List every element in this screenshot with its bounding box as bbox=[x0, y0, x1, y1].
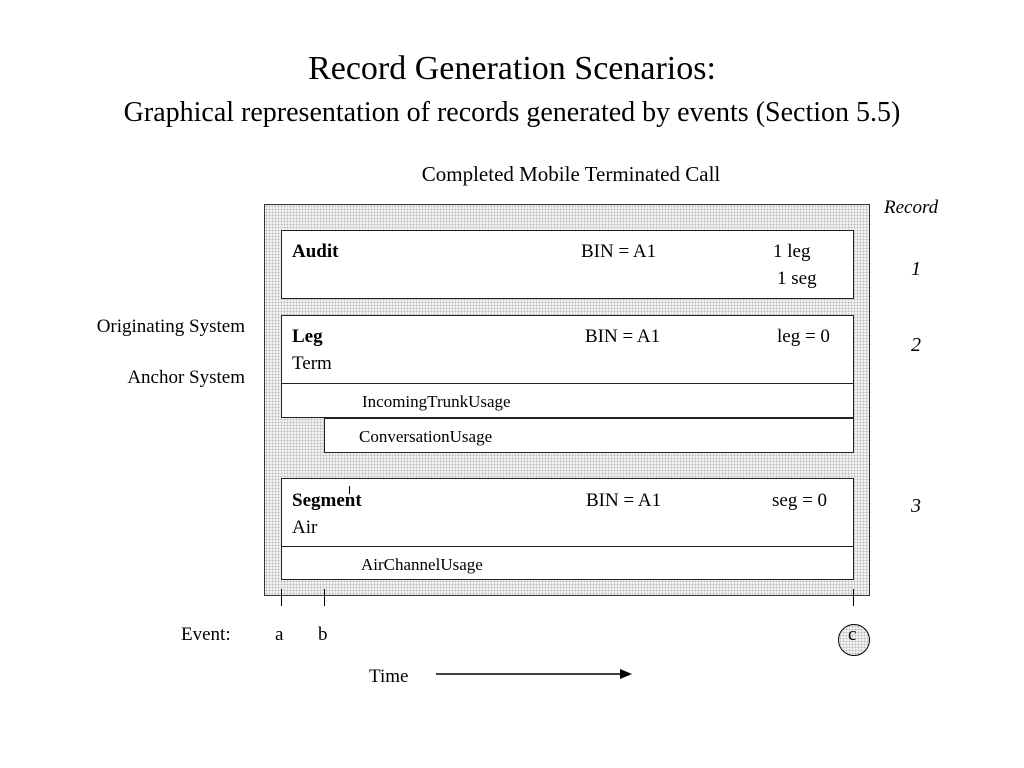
leg-record-name: Leg bbox=[292, 326, 323, 347]
incoming-trunk-usage-box: IncomingTrunkUsage bbox=[281, 383, 854, 418]
leg-record-box: Leg Term BIN = A1 leg = 0 bbox=[281, 315, 854, 384]
audit-record-name: Audit bbox=[292, 241, 339, 262]
event-a-label: a bbox=[275, 624, 284, 645]
record-number-3: 3 bbox=[911, 495, 921, 517]
segment-record-box: Segment Air BIN = A1 seg = 0 bbox=[281, 478, 854, 547]
audit-leg-count: 1 leg bbox=[773, 241, 811, 262]
time-arrow-icon bbox=[436, 669, 632, 679]
event-c-label: c bbox=[848, 624, 857, 645]
event-label: Event: bbox=[181, 624, 231, 645]
segment-record-type: Air bbox=[292, 517, 318, 538]
leg-bin: BIN = A1 bbox=[585, 326, 661, 347]
audit-bin: BIN = A1 bbox=[581, 241, 657, 262]
time-label: Time bbox=[369, 666, 409, 687]
record-column-header: Record bbox=[884, 197, 939, 218]
conversation-usage-box: ConversationUsage bbox=[324, 418, 854, 453]
audit-record-box: Audit BIN = A1 1 leg 1 seg bbox=[281, 230, 854, 299]
originating-system-label: Originating System bbox=[96, 316, 245, 337]
segment-bin: BIN = A1 bbox=[586, 490, 662, 511]
page-title: Record Generation Scenarios: bbox=[308, 50, 716, 87]
air-channel-usage-label: AirChannelUsage bbox=[361, 555, 483, 574]
page-subtitle: Graphical representation of records gene… bbox=[123, 97, 901, 128]
segment-index: seg = 0 bbox=[772, 490, 828, 511]
event-c-tick bbox=[853, 589, 854, 606]
record-number-1: 1 bbox=[911, 258, 921, 280]
segment-record-name: Segment bbox=[292, 490, 362, 511]
event-b-label: b bbox=[318, 624, 328, 645]
leg-index: leg = 0 bbox=[777, 326, 830, 347]
incoming-trunk-usage-label: IncomingTrunkUsage bbox=[362, 392, 511, 411]
leg-record-type: Term bbox=[292, 353, 332, 374]
event-a-tick bbox=[281, 589, 282, 606]
record-number-2: 2 bbox=[911, 334, 921, 356]
diagram-caption: Completed Mobile Terminated Call bbox=[421, 162, 721, 186]
audit-seg-count: 1 seg bbox=[777, 268, 817, 289]
conversation-usage-label: ConversationUsage bbox=[359, 427, 493, 446]
segment-tick-mark bbox=[349, 486, 350, 494]
event-b-tick bbox=[324, 589, 325, 606]
event-c-circle bbox=[838, 624, 870, 656]
anchor-system-label: Anchor System bbox=[127, 367, 245, 388]
air-channel-usage-box: AirChannelUsage bbox=[281, 546, 854, 580]
